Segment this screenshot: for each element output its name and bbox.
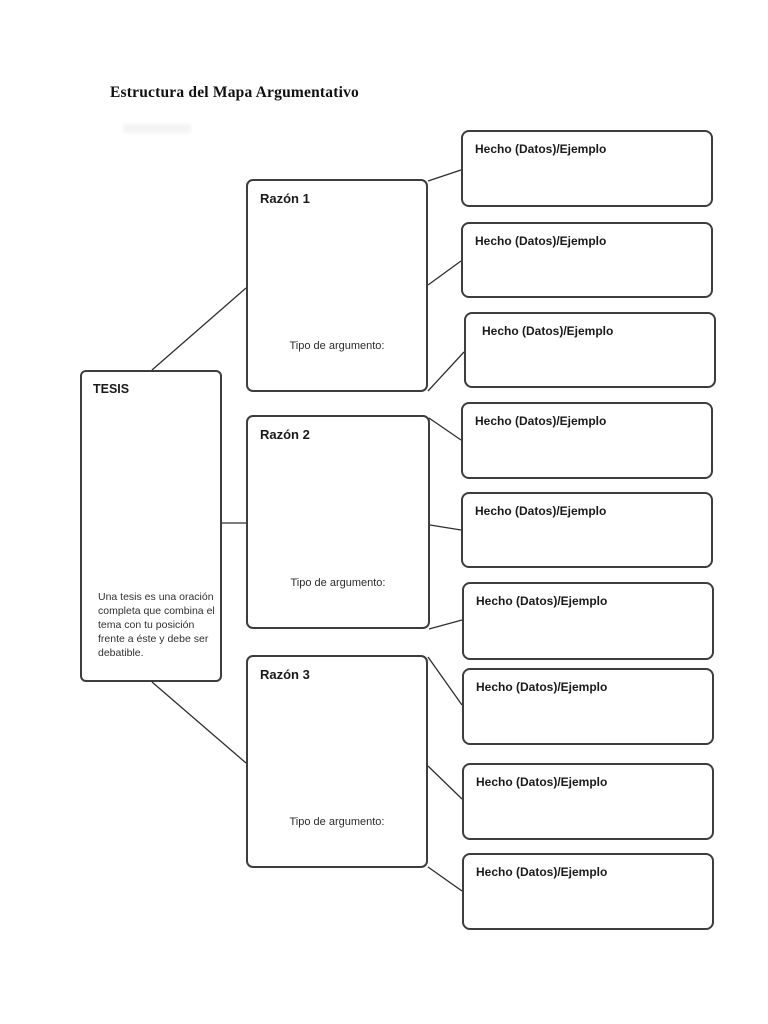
tipo-argumento-label: Tipo de argumento: — [289, 340, 385, 352]
connector-razon1-hecho3 — [427, 351, 465, 392]
razon-label: Razón 1 — [260, 191, 310, 206]
razon-box-3: Razón 3 Tipo de argumento: — [246, 655, 428, 868]
connector-razon2-hecho5 — [429, 524, 462, 531]
hecho-label: Hecho (Datos)/Ejemplo — [475, 414, 607, 428]
hecho-label: Hecho (Datos)/Ejemplo — [475, 234, 607, 248]
hecho-box-4: Hecho (Datos)/Ejemplo — [461, 402, 713, 479]
razon-box-2: Razón 2 Tipo de argumento: — [246, 415, 430, 629]
hecho-label: Hecho (Datos)/Ejemplo — [482, 324, 614, 338]
page-title: Estructura del Mapa Argumentativo — [110, 84, 359, 101]
hecho-box-6: Hecho (Datos)/Ejemplo — [462, 582, 714, 660]
razon-label: Razón 3 — [260, 667, 310, 682]
hecho-box-7: Hecho (Datos)/Ejemplo — [462, 668, 714, 745]
tesis-description: Una tesis es una oración completa que co… — [98, 591, 215, 659]
connector-razon3-hecho8 — [427, 765, 463, 800]
tipo-argumento-label: Tipo de argumento: — [289, 816, 385, 828]
hecho-box-9: Hecho (Datos)/Ejemplo — [462, 853, 714, 930]
hecho-label: Hecho (Datos)/Ejemplo — [476, 775, 608, 789]
razon-label: Razón 2 — [260, 427, 310, 442]
tesis-label: TESIS — [93, 382, 130, 396]
razon-box-1: Razón 1 Tipo de argumento: — [246, 179, 428, 392]
hecho-box-5: Hecho (Datos)/Ejemplo — [461, 492, 713, 568]
connector-tesis-razon1 — [151, 287, 247, 371]
hecho-box-3: Hecho (Datos)/Ejemplo — [464, 312, 716, 388]
connector-razon2-hecho4 — [428, 417, 462, 441]
hecho-box-1: Hecho (Datos)/Ejemplo — [461, 130, 713, 207]
hecho-label: Hecho (Datos)/Ejemplo — [475, 142, 607, 156]
hecho-box-2: Hecho (Datos)/Ejemplo — [461, 222, 713, 298]
hecho-label: Hecho (Datos)/Ejemplo — [476, 594, 608, 608]
connector-razon1-hecho2 — [427, 260, 462, 286]
connector-razon3-hecho7 — [427, 656, 463, 706]
tesis-box: TESIS Una tesis es una oración completa … — [80, 370, 222, 682]
connector-razon3-hecho9 — [427, 866, 463, 892]
connector-razon2-hecho6 — [428, 619, 463, 630]
hecho-label: Hecho (Datos)/Ejemplo — [476, 865, 608, 879]
connector-razon1-hecho1 — [427, 169, 462, 182]
connector-tesis-razon3 — [151, 681, 247, 764]
hecho-label: Hecho (Datos)/Ejemplo — [475, 504, 607, 518]
faint-watermark-artifact — [123, 124, 191, 133]
hecho-box-8: Hecho (Datos)/Ejemplo — [462, 763, 714, 840]
tipo-argumento-label: Tipo de argumento: — [290, 577, 386, 589]
hecho-label: Hecho (Datos)/Ejemplo — [476, 680, 608, 694]
